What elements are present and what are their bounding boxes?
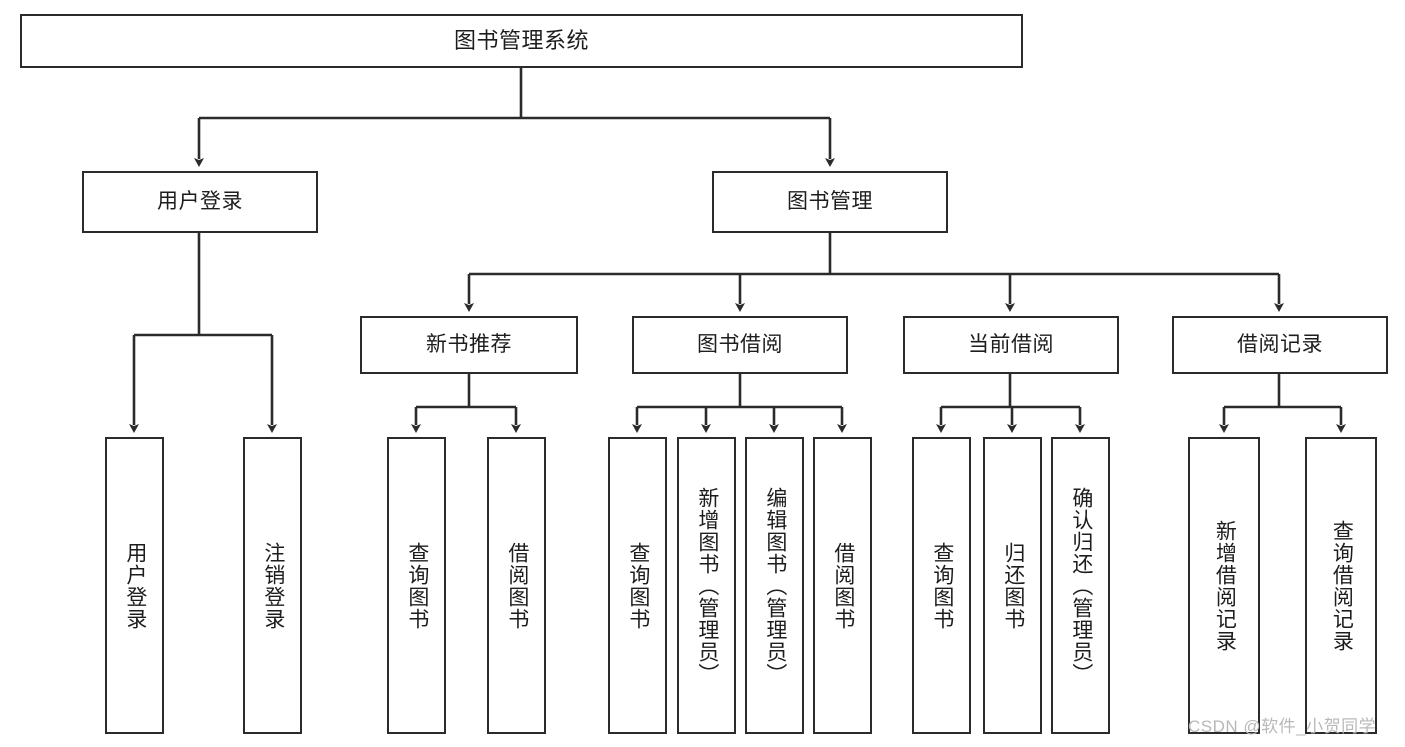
node-label: 新增图书（管理员） bbox=[695, 486, 719, 685]
node-label: 查询图书 bbox=[626, 541, 650, 630]
node-leaf-user-logout[interactable]: 注销登录 bbox=[243, 437, 302, 734]
node-label: 编辑图书（管理员） bbox=[763, 486, 787, 685]
node-user-login[interactable]: 用户登录 bbox=[82, 171, 318, 233]
node-new-book-recommend[interactable]: 新书推荐 bbox=[360, 316, 578, 374]
node-label: 借阅图书 bbox=[831, 541, 855, 630]
node-label: 查询图书 bbox=[405, 541, 429, 630]
node-leaf-edit-book[interactable]: 编辑图书（管理员） bbox=[745, 437, 804, 734]
node-label: 确认归还（管理员） bbox=[1069, 486, 1093, 685]
node-label: 新增借阅记录 bbox=[1213, 519, 1237, 652]
node-leaf-borrow-book-1[interactable]: 借阅图书 bbox=[487, 437, 546, 734]
node-leaf-confirm-return[interactable]: 确认归还（管理员） bbox=[1051, 437, 1110, 734]
node-label: 注销登录 bbox=[261, 541, 285, 630]
csdn-watermark: CSDN @软件_小贺同学 bbox=[1188, 717, 1377, 736]
node-label: 用户登录 bbox=[157, 190, 243, 214]
node-leaf-query-book-3[interactable]: 查询图书 bbox=[912, 437, 971, 734]
node-label: 查询图书 bbox=[930, 541, 954, 630]
node-leaf-query-record[interactable]: 查询借阅记录 bbox=[1305, 437, 1377, 734]
node-label: 新书推荐 bbox=[426, 333, 512, 357]
node-root-label: 图书管理系统 bbox=[453, 27, 589, 53]
node-book-borrow[interactable]: 图书借阅 bbox=[632, 316, 848, 374]
node-label: 借阅记录 bbox=[1237, 333, 1323, 357]
node-borrow-record[interactable]: 借阅记录 bbox=[1172, 316, 1388, 374]
node-label: 当前借阅 bbox=[968, 333, 1054, 357]
node-label: 查询借阅记录 bbox=[1330, 519, 1354, 652]
node-leaf-query-book-1[interactable]: 查询图书 bbox=[387, 437, 446, 734]
node-leaf-borrow-book-2[interactable]: 借阅图书 bbox=[813, 437, 872, 734]
node-leaf-user-login[interactable]: 用户登录 bbox=[105, 437, 164, 734]
node-label: 图书借阅 bbox=[697, 333, 783, 357]
node-leaf-add-record[interactable]: 新增借阅记录 bbox=[1188, 437, 1260, 734]
node-label: 归还图书 bbox=[1001, 541, 1025, 630]
node-root[interactable]: 图书管理系统 bbox=[20, 14, 1023, 68]
node-label: 图书管理 bbox=[787, 190, 873, 214]
node-book-manage[interactable]: 图书管理 bbox=[712, 171, 948, 233]
node-leaf-query-book-2[interactable]: 查询图书 bbox=[608, 437, 667, 734]
node-leaf-return-book[interactable]: 归还图书 bbox=[983, 437, 1042, 734]
node-current-borrow[interactable]: 当前借阅 bbox=[903, 316, 1119, 374]
node-label: 借阅图书 bbox=[505, 541, 529, 630]
node-leaf-add-book[interactable]: 新增图书（管理员） bbox=[677, 437, 736, 734]
node-label: 用户登录 bbox=[123, 541, 147, 630]
